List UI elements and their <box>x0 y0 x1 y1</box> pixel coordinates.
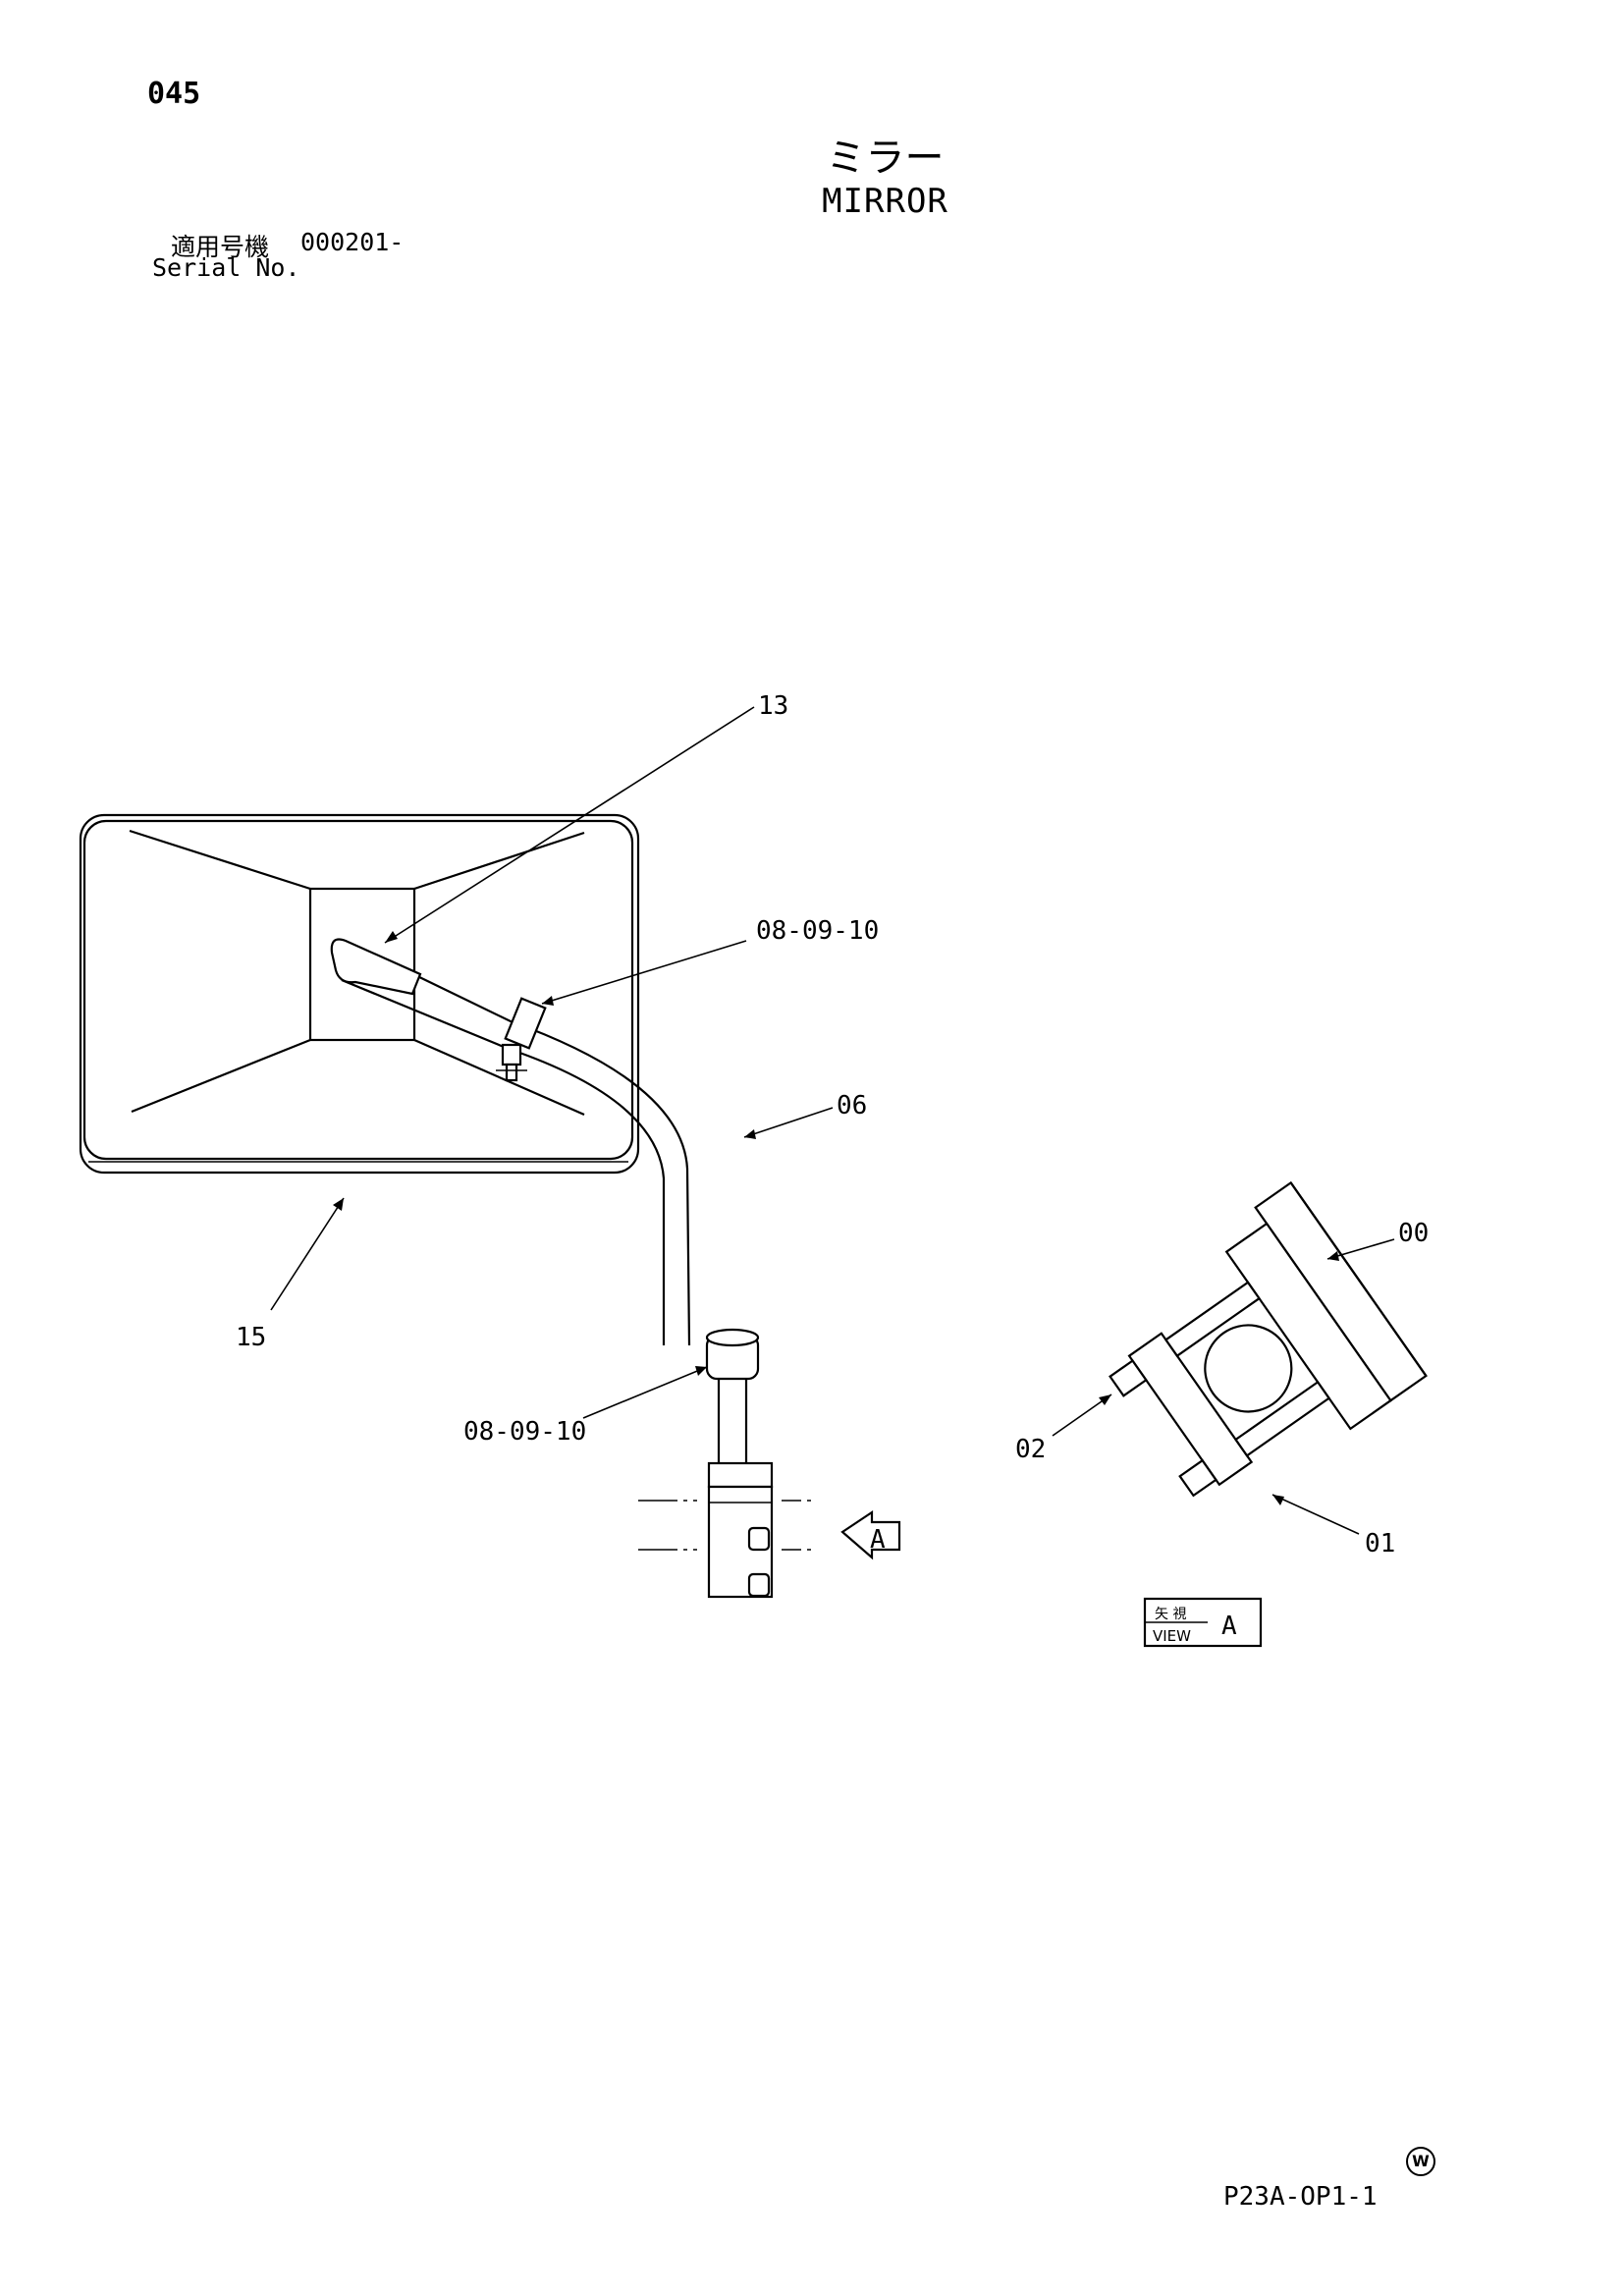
serial-label-japanese: 適用号機 <box>171 233 270 261</box>
circled-w-mark: W <box>1406 2147 1435 2176</box>
view-a-detail <box>1109 1180 1428 1498</box>
document-id: P23A-OP1-1 <box>1223 2182 1378 2212</box>
callout-00: 00 <box>1398 1219 1429 1248</box>
callout-08-09-10-top: 08-09-10 <box>756 916 879 946</box>
callout-15: 15 <box>236 1323 266 1352</box>
serial-value: 000201- <box>300 228 405 256</box>
callout-08-09-10-bottom: 08-09-10 <box>463 1417 586 1447</box>
view-a-arrow: A <box>840 1509 901 1560</box>
mirror-arm <box>330 938 815 1599</box>
title-japanese: ミラー <box>826 136 945 181</box>
serial-label-english: Serial No. <box>152 253 300 282</box>
callout-01: 01 <box>1365 1529 1395 1558</box>
view-box-letter: A <box>1221 1612 1237 1641</box>
view-box: 矢 視 VIEW A <box>1143 1597 1263 1648</box>
mirror-body <box>79 813 640 1175</box>
view-arrow-letter: A <box>870 1525 886 1555</box>
callout-13: 13 <box>758 691 788 721</box>
callout-06: 06 <box>837 1091 867 1121</box>
view-box-english: VIEW <box>1153 1627 1191 1645</box>
view-box-japanese: 矢 視 <box>1155 1607 1186 1622</box>
leader-lines <box>270 706 1395 1535</box>
page-number: 045 <box>147 77 201 111</box>
title-english: MIRROR <box>822 182 948 221</box>
callout-02: 02 <box>1015 1435 1046 1464</box>
